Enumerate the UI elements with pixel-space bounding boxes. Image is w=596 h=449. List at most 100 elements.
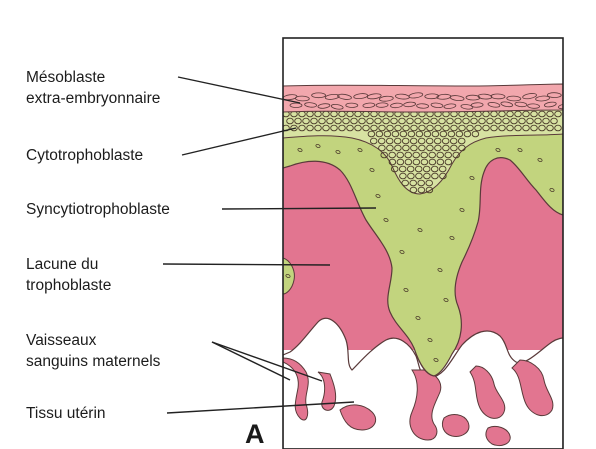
diagram-frame — [282, 37, 564, 449]
cytotrophoblast-cell — [412, 158, 421, 166]
syncytium-nucleus — [459, 208, 465, 212]
cytotrophoblast-cell — [334, 117, 342, 125]
cytotrophoblast-cell — [422, 165, 431, 173]
cytotrophoblast-cell — [407, 130, 416, 138]
cytotrophoblast-cell — [420, 158, 429, 166]
mesoblast-cell — [487, 102, 501, 108]
uterine-villus-5 — [511, 359, 554, 417]
mesoblast-cell — [289, 102, 303, 108]
mesoblast-cell — [546, 92, 562, 98]
syncytium-nucleus — [443, 298, 449, 302]
cytotrophoblast-cell — [538, 110, 546, 118]
uterine-villus-3 — [441, 414, 470, 437]
cytotrophoblast-cell — [385, 137, 394, 145]
cytotrophoblast-cell — [404, 158, 413, 166]
cytotrophoblast-cell — [439, 130, 448, 138]
mesoblast-cells — [283, 92, 563, 110]
cytotrophoblast-cell — [310, 117, 318, 125]
cytotrophoblast-cell — [455, 130, 464, 138]
cytotrophoblast-cell — [378, 144, 386, 152]
cytotrophoblast-cell — [386, 144, 394, 152]
cytotrophoblast-cell — [386, 124, 394, 132]
cytotrophoblast-cell — [406, 117, 414, 125]
leader-syncytiotrophoblast — [221, 207, 377, 210]
syncytium-nuclei — [285, 144, 555, 362]
cytotrophoblast-cell — [369, 137, 378, 145]
cytotrophoblast-cell — [402, 144, 410, 152]
mesoblast-cell — [366, 93, 382, 100]
mesoblast-cell — [362, 102, 376, 108]
mesoblast-cell — [390, 102, 403, 109]
syncytium-nucleus — [357, 148, 363, 152]
cytotrophoblast-cell — [388, 151, 396, 159]
uterine-villus-4 — [469, 365, 506, 419]
mesoblast-cell — [330, 104, 344, 110]
syncytium-nucleus — [383, 218, 389, 222]
cytotrophoblast-cell — [402, 124, 410, 132]
syncytium-nucleus — [449, 236, 455, 240]
cytotrophoblast-cell — [530, 124, 538, 132]
cytotrophoblast-cell — [458, 144, 466, 152]
syncytium-nucleus — [415, 316, 421, 320]
cytotrophoblast-cell — [425, 137, 434, 145]
extra-embryonic-mesoblast — [283, 83, 563, 113]
cytotrophoblast-cell — [370, 124, 378, 132]
cytotrophoblast-cell — [428, 158, 437, 166]
mesoblast-cell — [378, 95, 394, 102]
cytotrophoblast-cell — [502, 117, 510, 125]
cytotrophoblast-cell — [390, 117, 398, 125]
syncytium-nucleus — [433, 358, 439, 362]
mesoblast-cell — [527, 103, 540, 109]
cytotrophoblast-cell — [446, 117, 454, 125]
cytotrophoblast-cell — [486, 117, 494, 125]
cytotrophoblast-cell — [388, 158, 397, 166]
cytotrophoblast-cell — [393, 137, 402, 145]
cytotrophoblast-cell — [442, 144, 450, 152]
syncytium-nucleus — [495, 148, 501, 152]
label-mesoblast-line2: extra-embryonnaire — [26, 90, 161, 107]
cytotrophoblast-cell — [506, 124, 514, 132]
cytotrophoblast-cell — [470, 117, 478, 125]
syncytium-nucleus — [537, 158, 543, 162]
cytotrophoblast-cell — [286, 117, 294, 125]
label-uterine-tissue: Tissu utérin — [26, 405, 106, 422]
panel-letter: A — [245, 419, 265, 449]
cytotrophoblast-cell — [401, 137, 410, 145]
cytotrophoblast-cell — [398, 165, 407, 173]
cytotrophoblast-cell — [350, 117, 358, 125]
mesoblast-cell — [514, 101, 528, 108]
cytotrophoblast-cell — [518, 117, 526, 125]
maternal-vessel-2 — [317, 371, 337, 411]
cytotrophoblast-cell — [409, 186, 418, 194]
leader-lacuna — [162, 263, 331, 266]
mesoblast-cell — [416, 103, 429, 109]
cytotrophoblast-cell — [471, 130, 480, 138]
cytotrophoblast-cell — [514, 110, 522, 118]
cytotrophoblast-cell — [417, 179, 425, 187]
syncytium-nucleus — [403, 288, 409, 292]
cytotrophoblast-cell — [458, 124, 466, 132]
syncytium-nucleus — [315, 144, 321, 148]
cytotrophoblast-cell — [418, 144, 426, 152]
uterine-villus-6 — [485, 425, 511, 447]
cytotrophoblast-cell — [326, 117, 334, 125]
cytotrophoblast-cell — [415, 130, 424, 138]
mesoblast-cell — [449, 95, 465, 102]
mesoblast-cell — [430, 102, 444, 108]
mesoblast-cell — [408, 92, 424, 99]
cytotrophoblast-cell — [425, 186, 434, 194]
cytotrophoblast-cell — [414, 165, 423, 173]
mesoblast-cell — [311, 92, 327, 99]
cytotrophoblast-cell — [494, 117, 502, 125]
cytotrophoblast-cell — [430, 117, 438, 125]
mesoblast-cell — [324, 93, 340, 100]
cytotrophoblast-cell — [409, 179, 417, 187]
cytotrophoblast-cell — [396, 158, 405, 166]
cytotrophoblast-cell — [399, 172, 407, 180]
syncytium-nucleus — [375, 194, 381, 198]
cytotrophoblast-cell — [434, 124, 442, 132]
syncytium-nucleus — [469, 176, 475, 180]
cytotrophoblast-cell — [428, 151, 436, 159]
cytotrophoblast-cell — [398, 117, 406, 125]
